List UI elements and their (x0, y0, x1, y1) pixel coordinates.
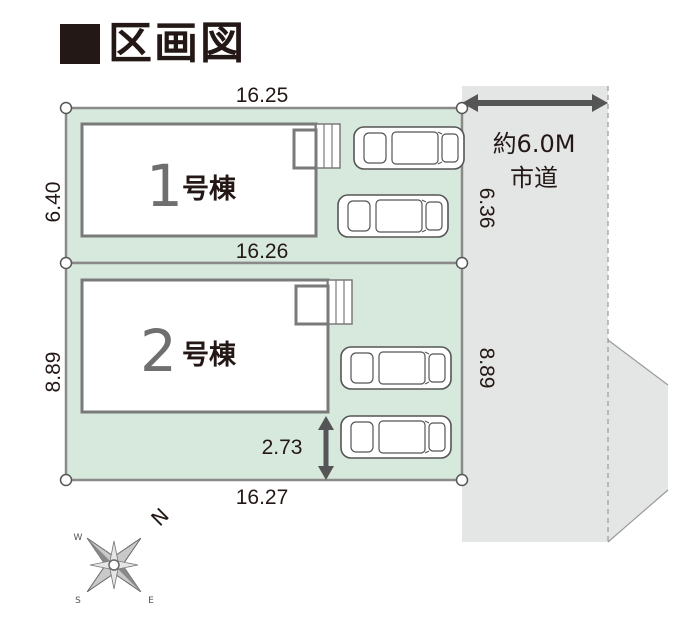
road-area (462, 86, 608, 542)
dim-left-upper: 6.40 (42, 182, 65, 223)
compass-north: N (146, 503, 174, 531)
dim-top: 16.25 (236, 84, 289, 107)
compass-west: W (74, 533, 83, 543)
road-name-label: 市道 (510, 164, 558, 192)
dim-right-lower: 8.89 (475, 348, 498, 389)
unit-1-label: 号棟 (182, 174, 237, 205)
dim-middle: 16.26 (236, 240, 289, 263)
compass-south: S (75, 596, 81, 606)
car-icon (340, 415, 452, 459)
dim-bottom: 16.27 (236, 486, 289, 509)
car-icon (340, 346, 452, 390)
compass-icon (86, 537, 142, 593)
building-1 (80, 122, 318, 238)
compass-east: E (148, 596, 154, 606)
dim-setback: 2.73 (262, 436, 303, 459)
setback-arrow (318, 416, 334, 480)
unit-1-number: 1 (146, 152, 183, 220)
car-icon (353, 126, 465, 170)
building-2 (80, 278, 330, 414)
car-icon (337, 194, 449, 238)
unit-2-number: 2 (140, 317, 177, 385)
road-width-label: 約6.0M (493, 130, 576, 158)
porch-steps-1 (292, 123, 341, 170)
dim-left-lower: 8.89 (42, 352, 65, 393)
porch-steps-2 (294, 279, 353, 326)
title-text: 区画図 (108, 18, 246, 69)
dim-right-upper: 6.36 (475, 188, 498, 229)
title-square-icon (60, 24, 100, 64)
unit-2-label: 号棟 (182, 340, 237, 371)
road-branch (608, 340, 668, 542)
survey-points (59, 101, 469, 487)
page-title: 区画図 (60, 22, 246, 66)
